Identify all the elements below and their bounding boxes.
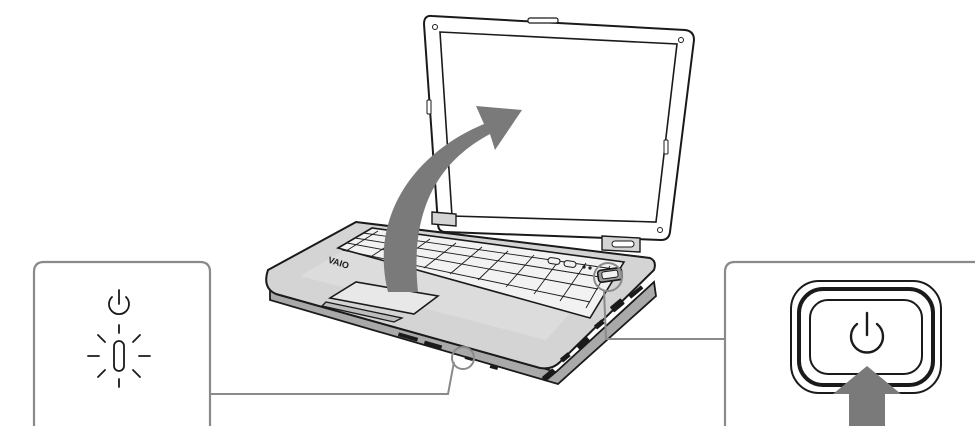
power-indicator-callout <box>34 262 210 426</box>
laptop-base: VAIO <box>266 222 656 384</box>
camera-bar <box>528 18 558 23</box>
laptop-screen <box>440 32 677 222</box>
indicator-leader-line <box>210 362 454 394</box>
power-button <box>810 300 922 374</box>
power-button-callout <box>725 262 975 426</box>
